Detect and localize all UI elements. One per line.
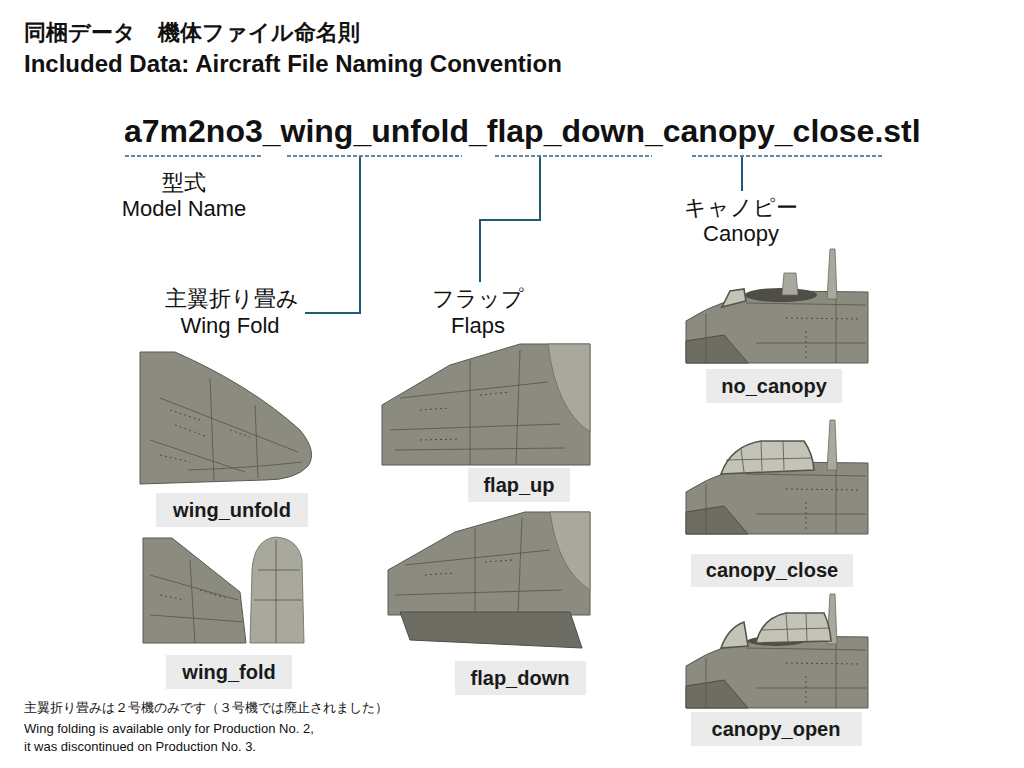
wing-unfold-render bbox=[140, 352, 312, 484]
no-canopy-render bbox=[686, 249, 868, 363]
segment-label: Canopy bbox=[703, 221, 779, 247]
variant-name: flap_down bbox=[471, 667, 570, 690]
variant-name: canopy_close bbox=[706, 559, 838, 582]
segment-label: Wing Fold bbox=[180, 313, 279, 339]
variant-tag: flap_down bbox=[455, 661, 586, 695]
variant-tag: wing_fold bbox=[166, 655, 292, 689]
segment-label: フラップ bbox=[432, 286, 524, 312]
variant-tag: wing_unfold bbox=[156, 493, 308, 527]
segment-label: 主翼折り畳み bbox=[165, 286, 299, 312]
variant-name: no_canopy bbox=[721, 375, 827, 398]
variant-tag: canopy_close bbox=[691, 554, 853, 587]
file-name: a7m2no3_wing_unfold_flap_down_canopy_clo… bbox=[124, 112, 921, 150]
variant-name: flap_up bbox=[483, 474, 554, 497]
segment-underlines bbox=[125, 156, 882, 157]
footnote: Wing folding is available only for Produ… bbox=[24, 720, 319, 756]
flap-up-render bbox=[382, 344, 590, 465]
flap-down-render bbox=[388, 512, 590, 648]
segment-label: Model Name bbox=[122, 196, 247, 222]
page-subtitle: Included Data: Aircraft File Naming Conv… bbox=[24, 50, 562, 79]
segment-label: キャノピー bbox=[684, 195, 798, 221]
wing-fold-render bbox=[143, 537, 304, 643]
segment-label: 型式 bbox=[162, 170, 206, 196]
canopy-open-render bbox=[686, 594, 868, 708]
variant-tag: flap_up bbox=[468, 468, 570, 502]
variant-tag: canopy_open bbox=[691, 712, 862, 746]
variant-name: wing_fold bbox=[182, 661, 275, 684]
leader-lines bbox=[305, 157, 742, 313]
variant-tag: no_canopy bbox=[706, 369, 842, 403]
page-title: 同梱データ 機体ファイル命名則 bbox=[24, 20, 360, 46]
canopy-close-render bbox=[686, 420, 868, 534]
variant-name: canopy_open bbox=[712, 718, 841, 741]
segment-label: Flaps bbox=[451, 313, 505, 339]
variant-name: wing_unfold bbox=[173, 499, 291, 522]
footnote: 主翼折り畳みは２号機のみです（３号機では廃止されました） bbox=[24, 700, 388, 716]
